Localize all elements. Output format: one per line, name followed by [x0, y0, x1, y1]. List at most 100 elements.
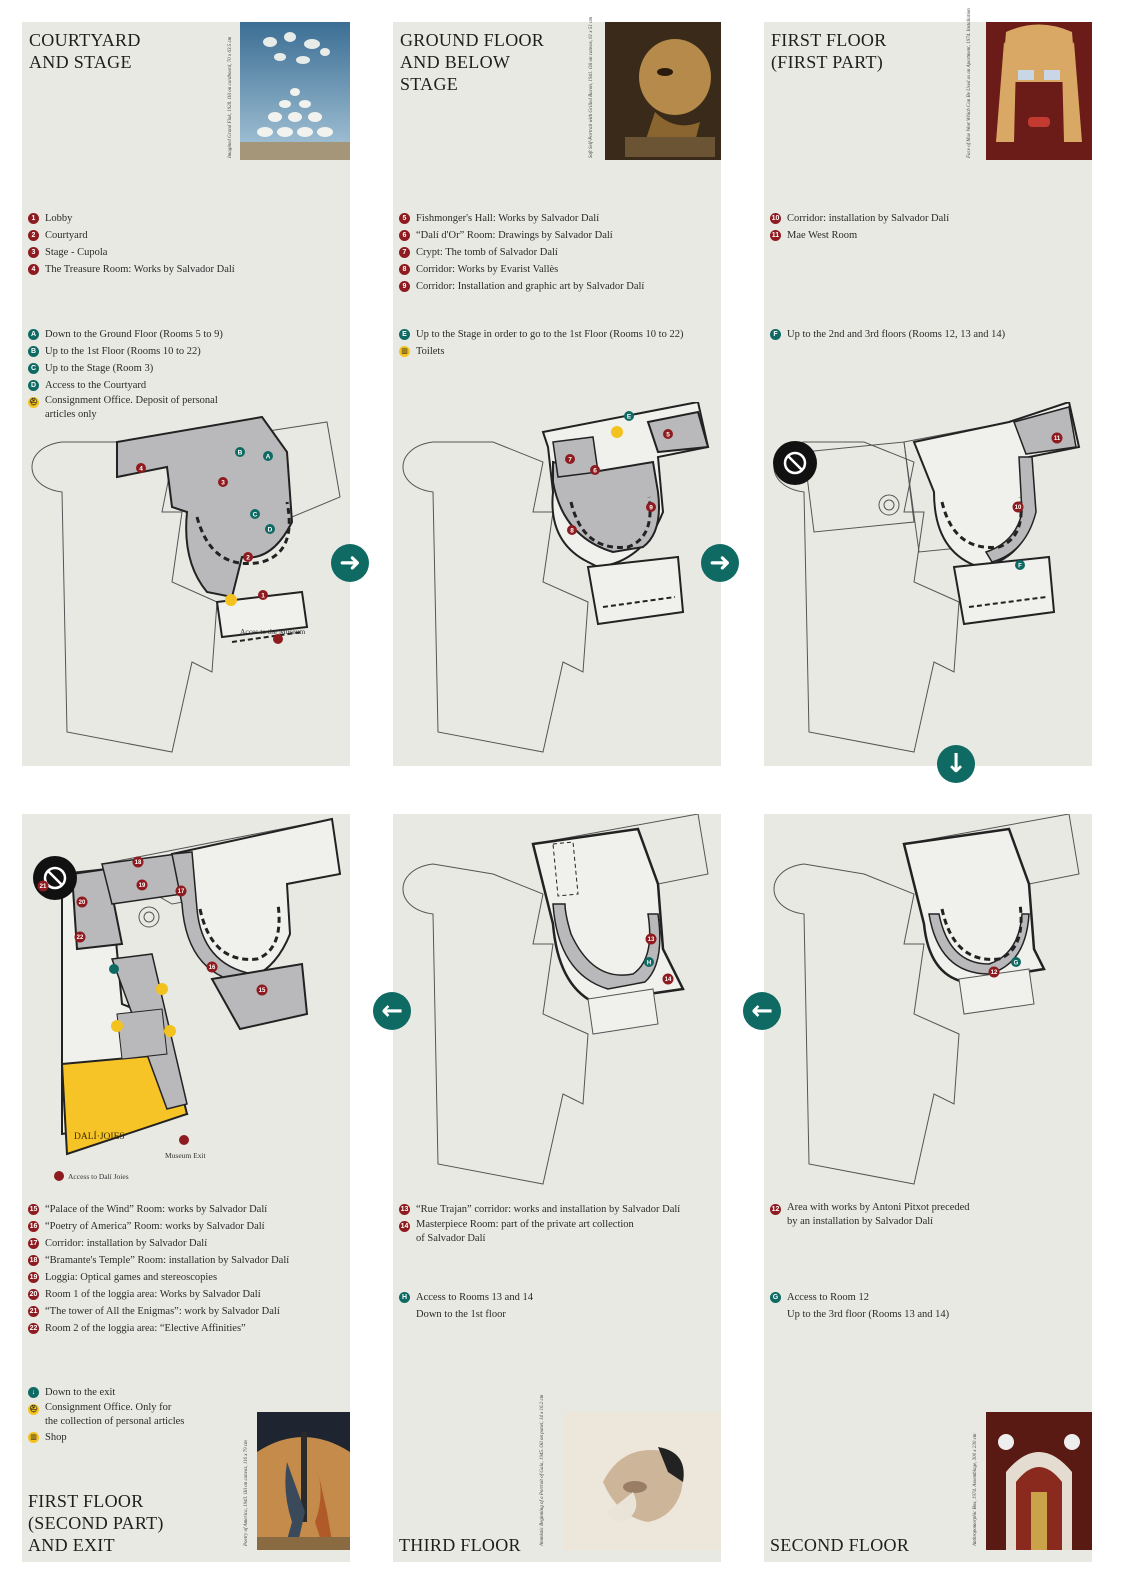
- panel-title: FIRST FLOOR(SECOND PART)AND EXIT: [28, 1491, 164, 1555]
- svg-text:1: 1: [261, 593, 265, 600]
- left-arrow-icon: ←: [373, 992, 411, 1030]
- panel-third-floor: 13 14 H 13“Rue Trajan” corridor: works a…: [393, 814, 721, 1562]
- floor-plan: 18 19 17 20 22 16 15 21: [33, 817, 342, 1181]
- artwork-image: [257, 1412, 350, 1550]
- floor-plan: 12 G: [773, 814, 1080, 1185]
- svg-text:21: 21: [40, 884, 47, 890]
- dali-joies-label: DALÍ·JOIES: [74, 1132, 125, 1142]
- panel-title: FIRST FLOOR(FIRST PART): [771, 30, 887, 72]
- plan-label: Acces to the Museum: [240, 627, 306, 636]
- no-access-icon: 21: [33, 856, 77, 900]
- svg-text:E: E: [627, 414, 632, 421]
- floor-plan: 5 6 7 8 9 E: [402, 402, 710, 753]
- svg-text:15: 15: [259, 988, 266, 994]
- list-item: 15“Palace of the Wind” Room: works by Sa…: [28, 1204, 268, 1215]
- svg-text:6: 6: [593, 468, 597, 475]
- list-item: 16“Poetry of America” Room: works by Sal…: [28, 1221, 265, 1232]
- artwork-image: [563, 1412, 721, 1550]
- svg-text:H: H: [647, 961, 651, 967]
- list-item: ↓Down to the exit: [28, 1384, 184, 1401]
- svg-text:4: 4: [139, 466, 143, 473]
- artwork-image: [986, 1412, 1092, 1550]
- panel-title: THIRD FLOOR: [399, 1535, 521, 1555]
- artwork-image: [986, 22, 1092, 160]
- svg-text:17: 17: [178, 889, 185, 895]
- svg-text:10: 10: [1015, 505, 1022, 511]
- panel-title: SECOND FLOOR: [770, 1535, 910, 1555]
- shop-icon: ▥: [28, 1432, 39, 1443]
- svg-text:C: C: [253, 512, 258, 519]
- museum-exit-label: Museum Exit: [165, 1151, 206, 1160]
- svg-text:8: 8: [570, 528, 574, 535]
- svg-text:9: 9: [649, 505, 653, 512]
- artwork-image: [605, 22, 721, 160]
- list-item: 18“Bramante's Temple” Room: installation…: [28, 1255, 290, 1266]
- right-arrow-icon: ➜: [331, 544, 369, 582]
- no-access-icon: [773, 441, 817, 485]
- svg-text:3: 3: [221, 480, 225, 487]
- artwork-caption: Atomistic Beginning of a Portrait of Gal…: [540, 1394, 545, 1546]
- right-arrow-icon: ➜: [701, 544, 739, 582]
- svg-text:22: 22: [77, 935, 84, 941]
- svg-text:13: 13: [648, 937, 655, 943]
- svg-text:B: B: [238, 450, 243, 457]
- artwork-caption: Soft Self-Portrait with Grilled Bacon, 1…: [589, 17, 594, 158]
- svg-text:G: G: [1014, 961, 1019, 967]
- list-item: ▥Toilets: [399, 343, 683, 360]
- list-item: ▥Shop: [28, 1429, 184, 1446]
- artwork-image: [240, 22, 350, 160]
- floor-plan: 13 14 H: [402, 814, 709, 1185]
- room-list: 15“Palace of the Wind” Room: works by Sa…: [28, 1201, 289, 1337]
- toilets-icon: ▥: [399, 346, 410, 357]
- access-list: ↓Down to the exit ⛑Consignment Office. O…: [28, 1384, 184, 1446]
- list-item: 13“Rue Trajan” corridor: works and insta…: [399, 1204, 681, 1215]
- floor-plan: 4 3 2 1 B A C D: [31, 415, 341, 753]
- svg-text:5: 5: [666, 432, 670, 439]
- svg-text:7: 7: [568, 457, 572, 464]
- artwork-caption: Poetry of America, 1943. Oil on canvas, …: [244, 1440, 249, 1546]
- list-item: 21“The tower of All the Enigmas”: work b…: [28, 1306, 280, 1317]
- down-arrow-icon: ↓: [937, 745, 975, 783]
- svg-text:19: 19: [139, 883, 146, 889]
- svg-text:A: A: [266, 454, 271, 461]
- consignment-icon: ⛑: [28, 1404, 39, 1415]
- svg-text:16: 16: [209, 965, 216, 971]
- svg-text:F: F: [1018, 564, 1022, 570]
- down-arrow-icon: ↓: [28, 1387, 39, 1398]
- room-list: 13“Rue Trajan” corridor: works and insta…: [399, 1201, 680, 1246]
- svg-text:20: 20: [79, 900, 86, 906]
- svg-text:D: D: [268, 527, 273, 534]
- svg-text:12: 12: [991, 970, 998, 976]
